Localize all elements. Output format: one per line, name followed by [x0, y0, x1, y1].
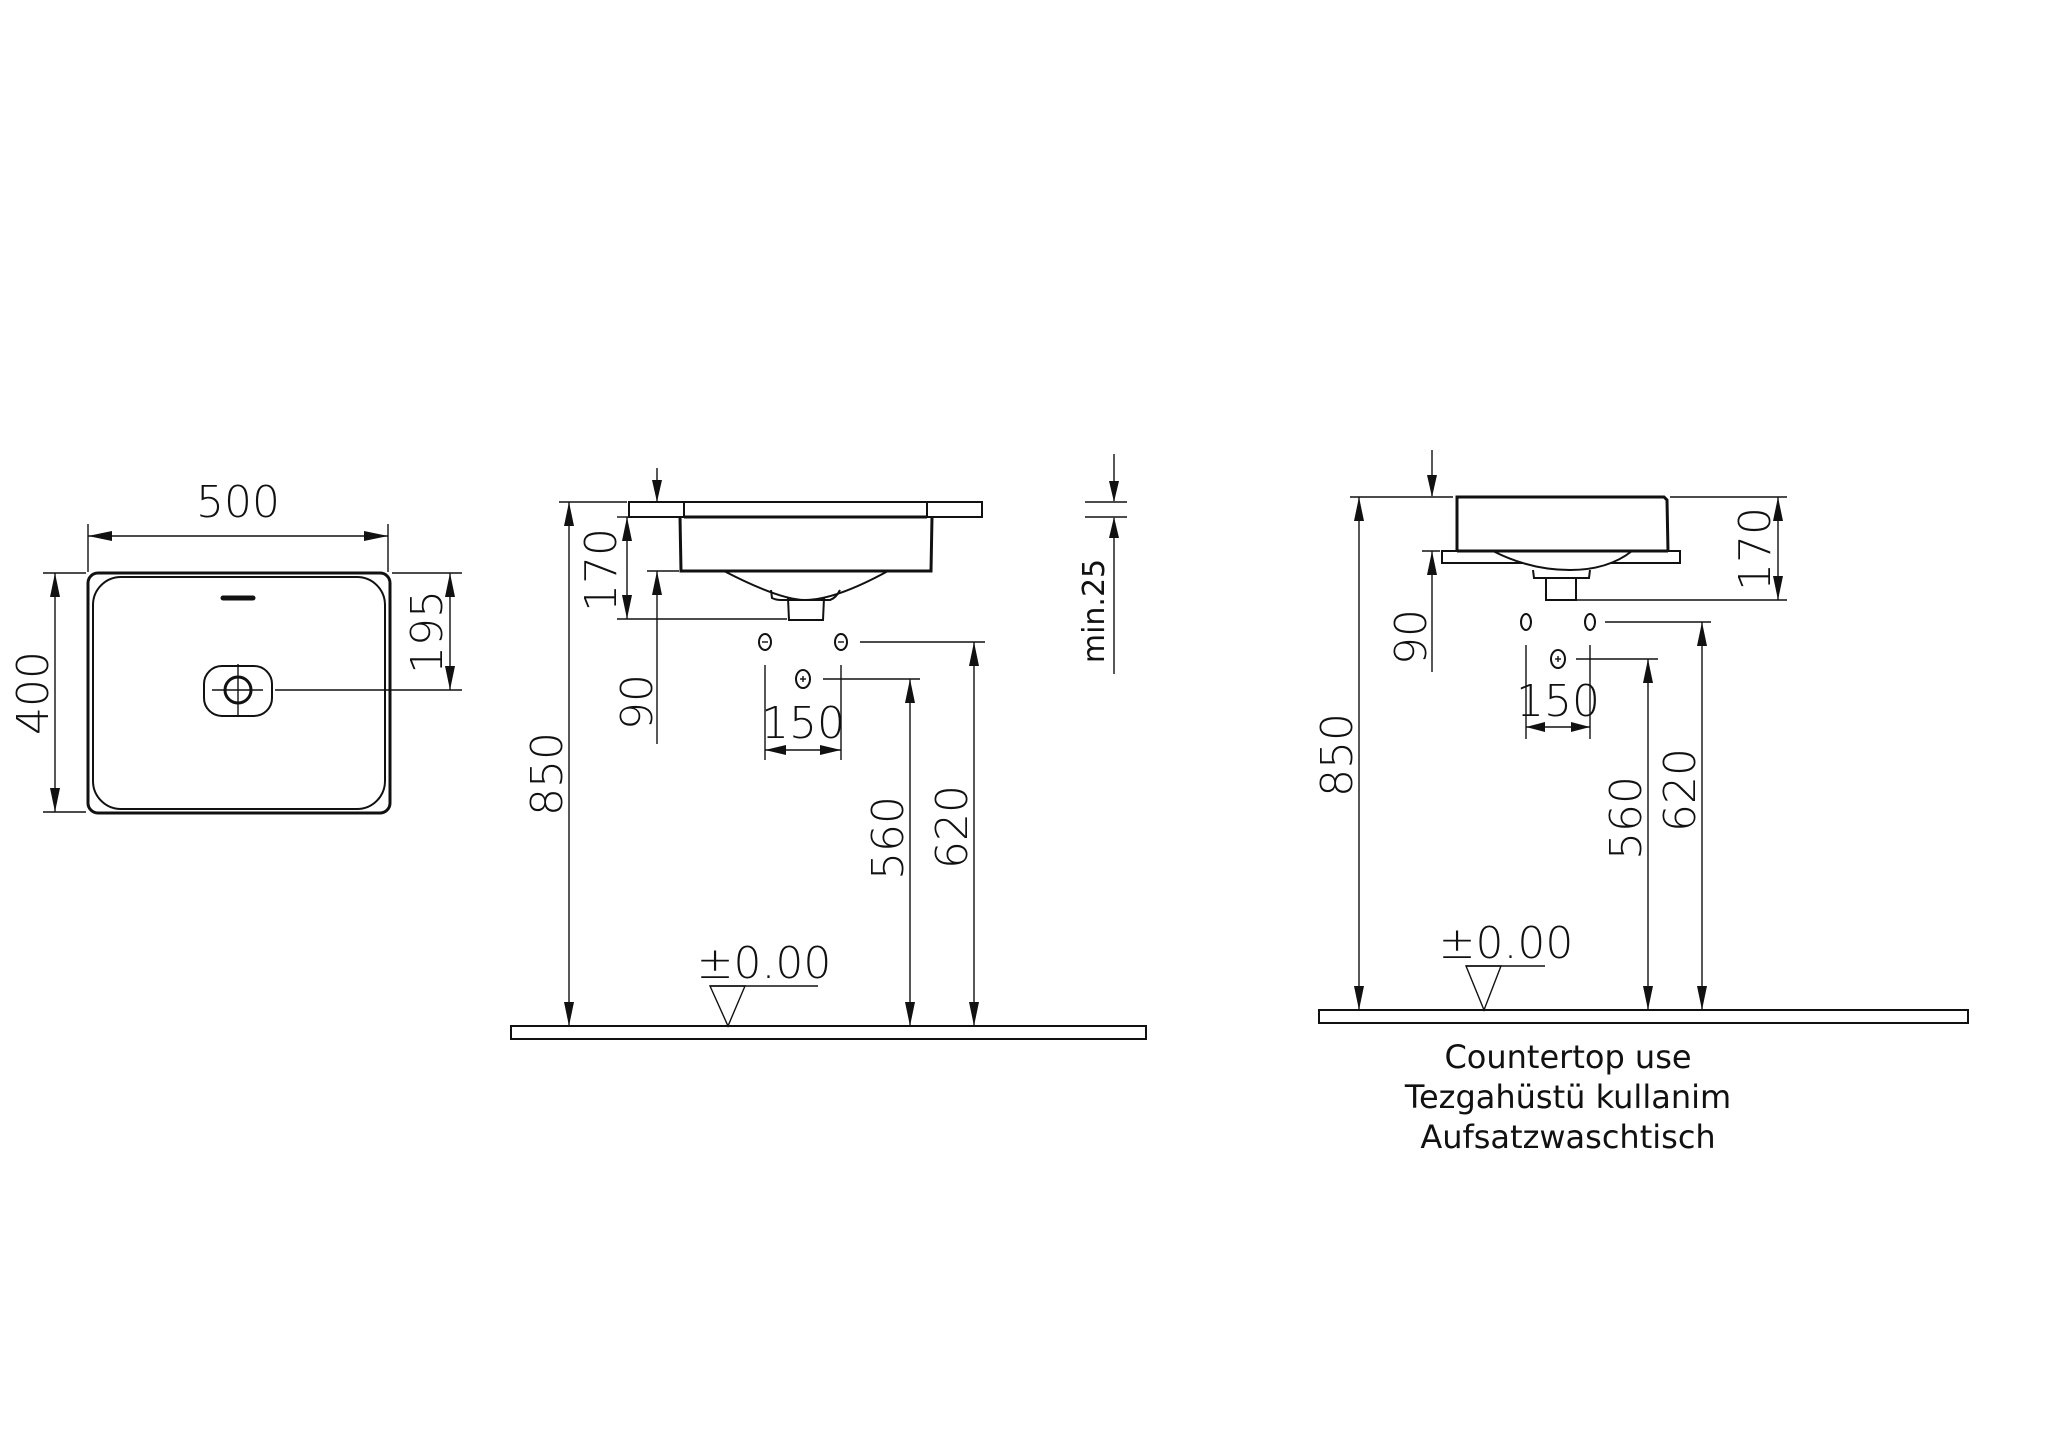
basin-body — [1455, 495, 1670, 552]
floor-level-label: ±0.00 — [697, 938, 832, 989]
supply-low-dimension: 560 — [1601, 776, 1652, 860]
side-view-inset: 850 170 90 150 560 620 — [510, 454, 1147, 1040]
depth-dimension: 400 — [8, 651, 59, 735]
caption-line-english: Countertop use — [1444, 1038, 1691, 1076]
drain-waste — [1545, 579, 1577, 601]
basin-inner-bowl — [92, 576, 386, 810]
basin-height-dimension: 170 — [576, 528, 627, 612]
supply-hole-icon — [758, 633, 848, 689]
caption-line-german: Aufsatzwaschtisch — [1420, 1118, 1715, 1156]
drain-height-dimension: 90 — [1386, 609, 1437, 665]
basin-outline — [86, 571, 392, 815]
drain-height-dimension: 90 — [612, 674, 663, 730]
floor-line — [1318, 1009, 1969, 1024]
supply-low-dimension: 560 — [863, 796, 914, 880]
tap-spacing-dimension: 150 — [1516, 676, 1600, 727]
tap-spacing-dimension: 150 — [761, 698, 845, 749]
supply-hole-icon — [1520, 613, 1596, 669]
countertop-thickness-dimension: min.25 — [1077, 559, 1112, 663]
top-view: 500 400 195 — [8, 477, 462, 815]
counter-height-dimension: 850 — [1312, 713, 1363, 797]
counter-height-dimension: 850 — [522, 732, 573, 816]
supply-high-dimension: 620 — [1655, 748, 1706, 832]
floor-line — [510, 1025, 1147, 1040]
drain-offset-dimension: 195 — [402, 590, 453, 674]
floor-level-label: ±0.00 — [1439, 918, 1574, 969]
supply-high-dimension: 620 — [927, 785, 978, 869]
caption-line-turkish: Tezgahüstü kullanim — [1404, 1078, 1731, 1116]
side-view-countertop: 850 90 170 150 560 620 — [1312, 450, 1969, 1156]
basin-height-dimension: 170 — [1730, 507, 1781, 591]
width-dimension: 500 — [196, 477, 280, 528]
basin-body — [678, 516, 934, 573]
drain-waste — [787, 597, 825, 621]
